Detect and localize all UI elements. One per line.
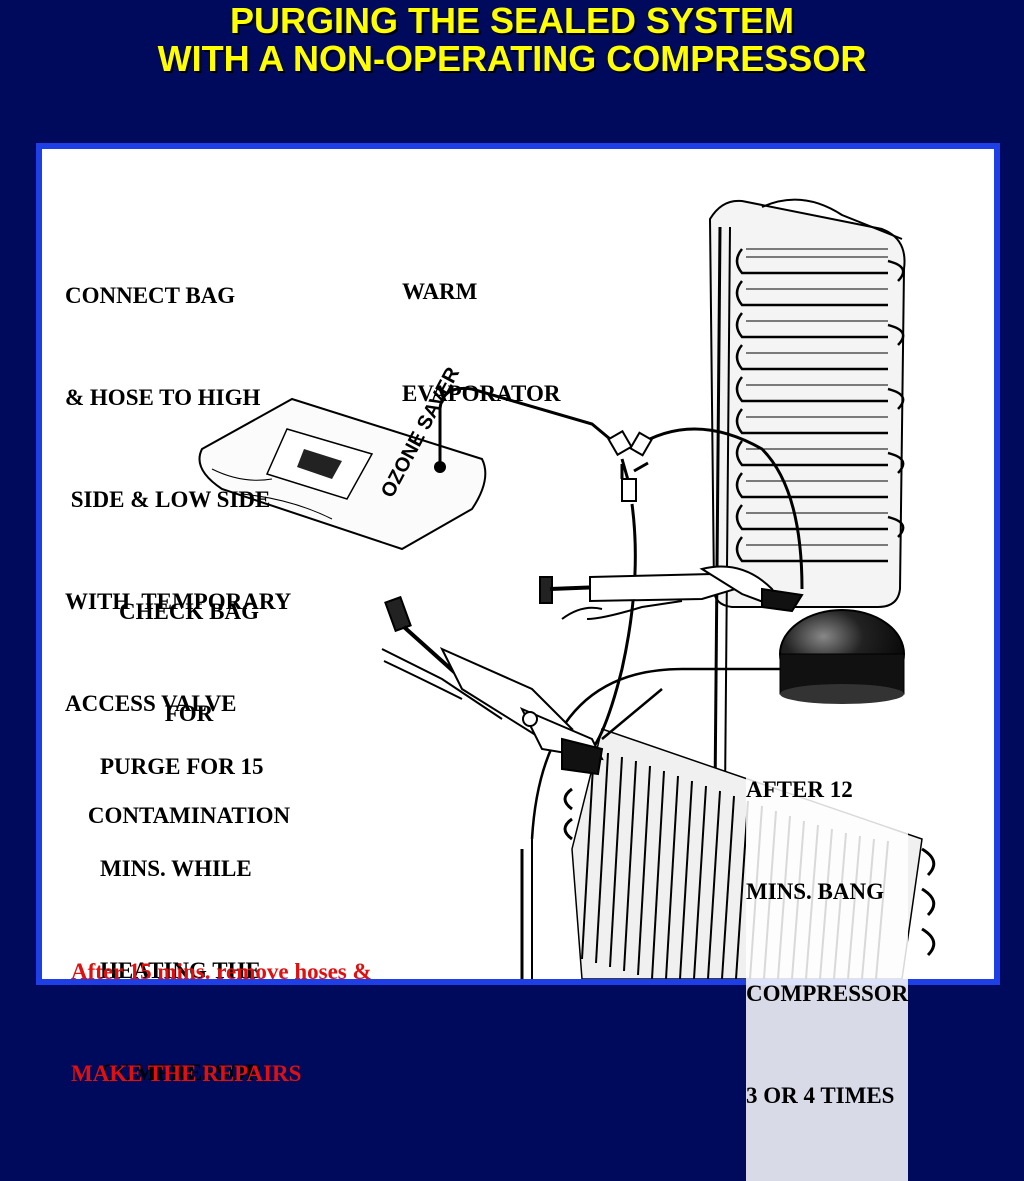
- label-purge-line-1: PURGE FOR 15: [100, 754, 264, 779]
- label-connect-bag: CONNECT BAG & HOSE TO HIGH SIDE & LOW SI…: [65, 211, 291, 789]
- evaporator: [708, 198, 906, 910]
- label-final-line-2: MAKE THE REPAIRS: [71, 1061, 302, 1086]
- label-after12-line-4: 3 OR 4 TIMES: [746, 1083, 895, 1108]
- label-purge-line-3: HEATING THE: [100, 958, 261, 983]
- label-connect-line-4: WITH TEMPORARY: [65, 589, 292, 614]
- label-check-line-1: CHECK BAG: [119, 599, 259, 624]
- lower-locking-pliers: [381, 595, 604, 776]
- title-line-1: PURGING THE SEALED SYSTEM: [229, 0, 795, 41]
- page-title: PURGING THE SEALED SYSTEM WITH A NON-OPE…: [0, 2, 1024, 78]
- label-final-warning: After 15 mins. remove hoses & MAKE THE R…: [71, 887, 372, 1159]
- label-after-12-mins: AFTER 12 MINS. BANG COMPRESSOR 3 OR 4 TI…: [746, 705, 909, 1181]
- label-check-bag: CHECK BAG FOR CONTAMINATION: [64, 527, 314, 901]
- upper-locking-pliers: [539, 565, 804, 620]
- compressor: [779, 609, 905, 704]
- hose-fittings: [607, 429, 653, 502]
- label-after12-line-1: AFTER 12: [746, 777, 853, 802]
- label-check-line-2: FOR: [164, 701, 214, 726]
- label-after12-line-3: COMPRESSOR: [746, 981, 909, 1006]
- label-warm-evaporator: WARM EVAPORATOR: [402, 207, 560, 479]
- label-connect-line-1: CONNECT BAG: [65, 283, 236, 308]
- label-final-line-1: After 15 mins. remove hoses &: [71, 959, 372, 984]
- label-after12-line-2: MINS. BANG: [746, 879, 885, 904]
- label-purge-line-2: MINS. WHILE: [100, 856, 252, 881]
- label-connect-line-5: ACCESS VALVE: [65, 691, 237, 716]
- label-connect-line-3: SIDE & LOW SIDE: [65, 487, 271, 512]
- label-warm-line-2: EVAPORATOR: [402, 381, 561, 406]
- label-warm-line-1: WARM: [402, 279, 478, 304]
- label-check-line-3: CONTAMINATION: [87, 803, 291, 828]
- diagram-panel: OZONE SAVER: [36, 143, 1000, 1181]
- label-connect-line-2: & HOSE TO HIGH: [65, 385, 261, 410]
- title-line-2: WITH A NON-OPERATING COMPRESSOR: [157, 38, 867, 79]
